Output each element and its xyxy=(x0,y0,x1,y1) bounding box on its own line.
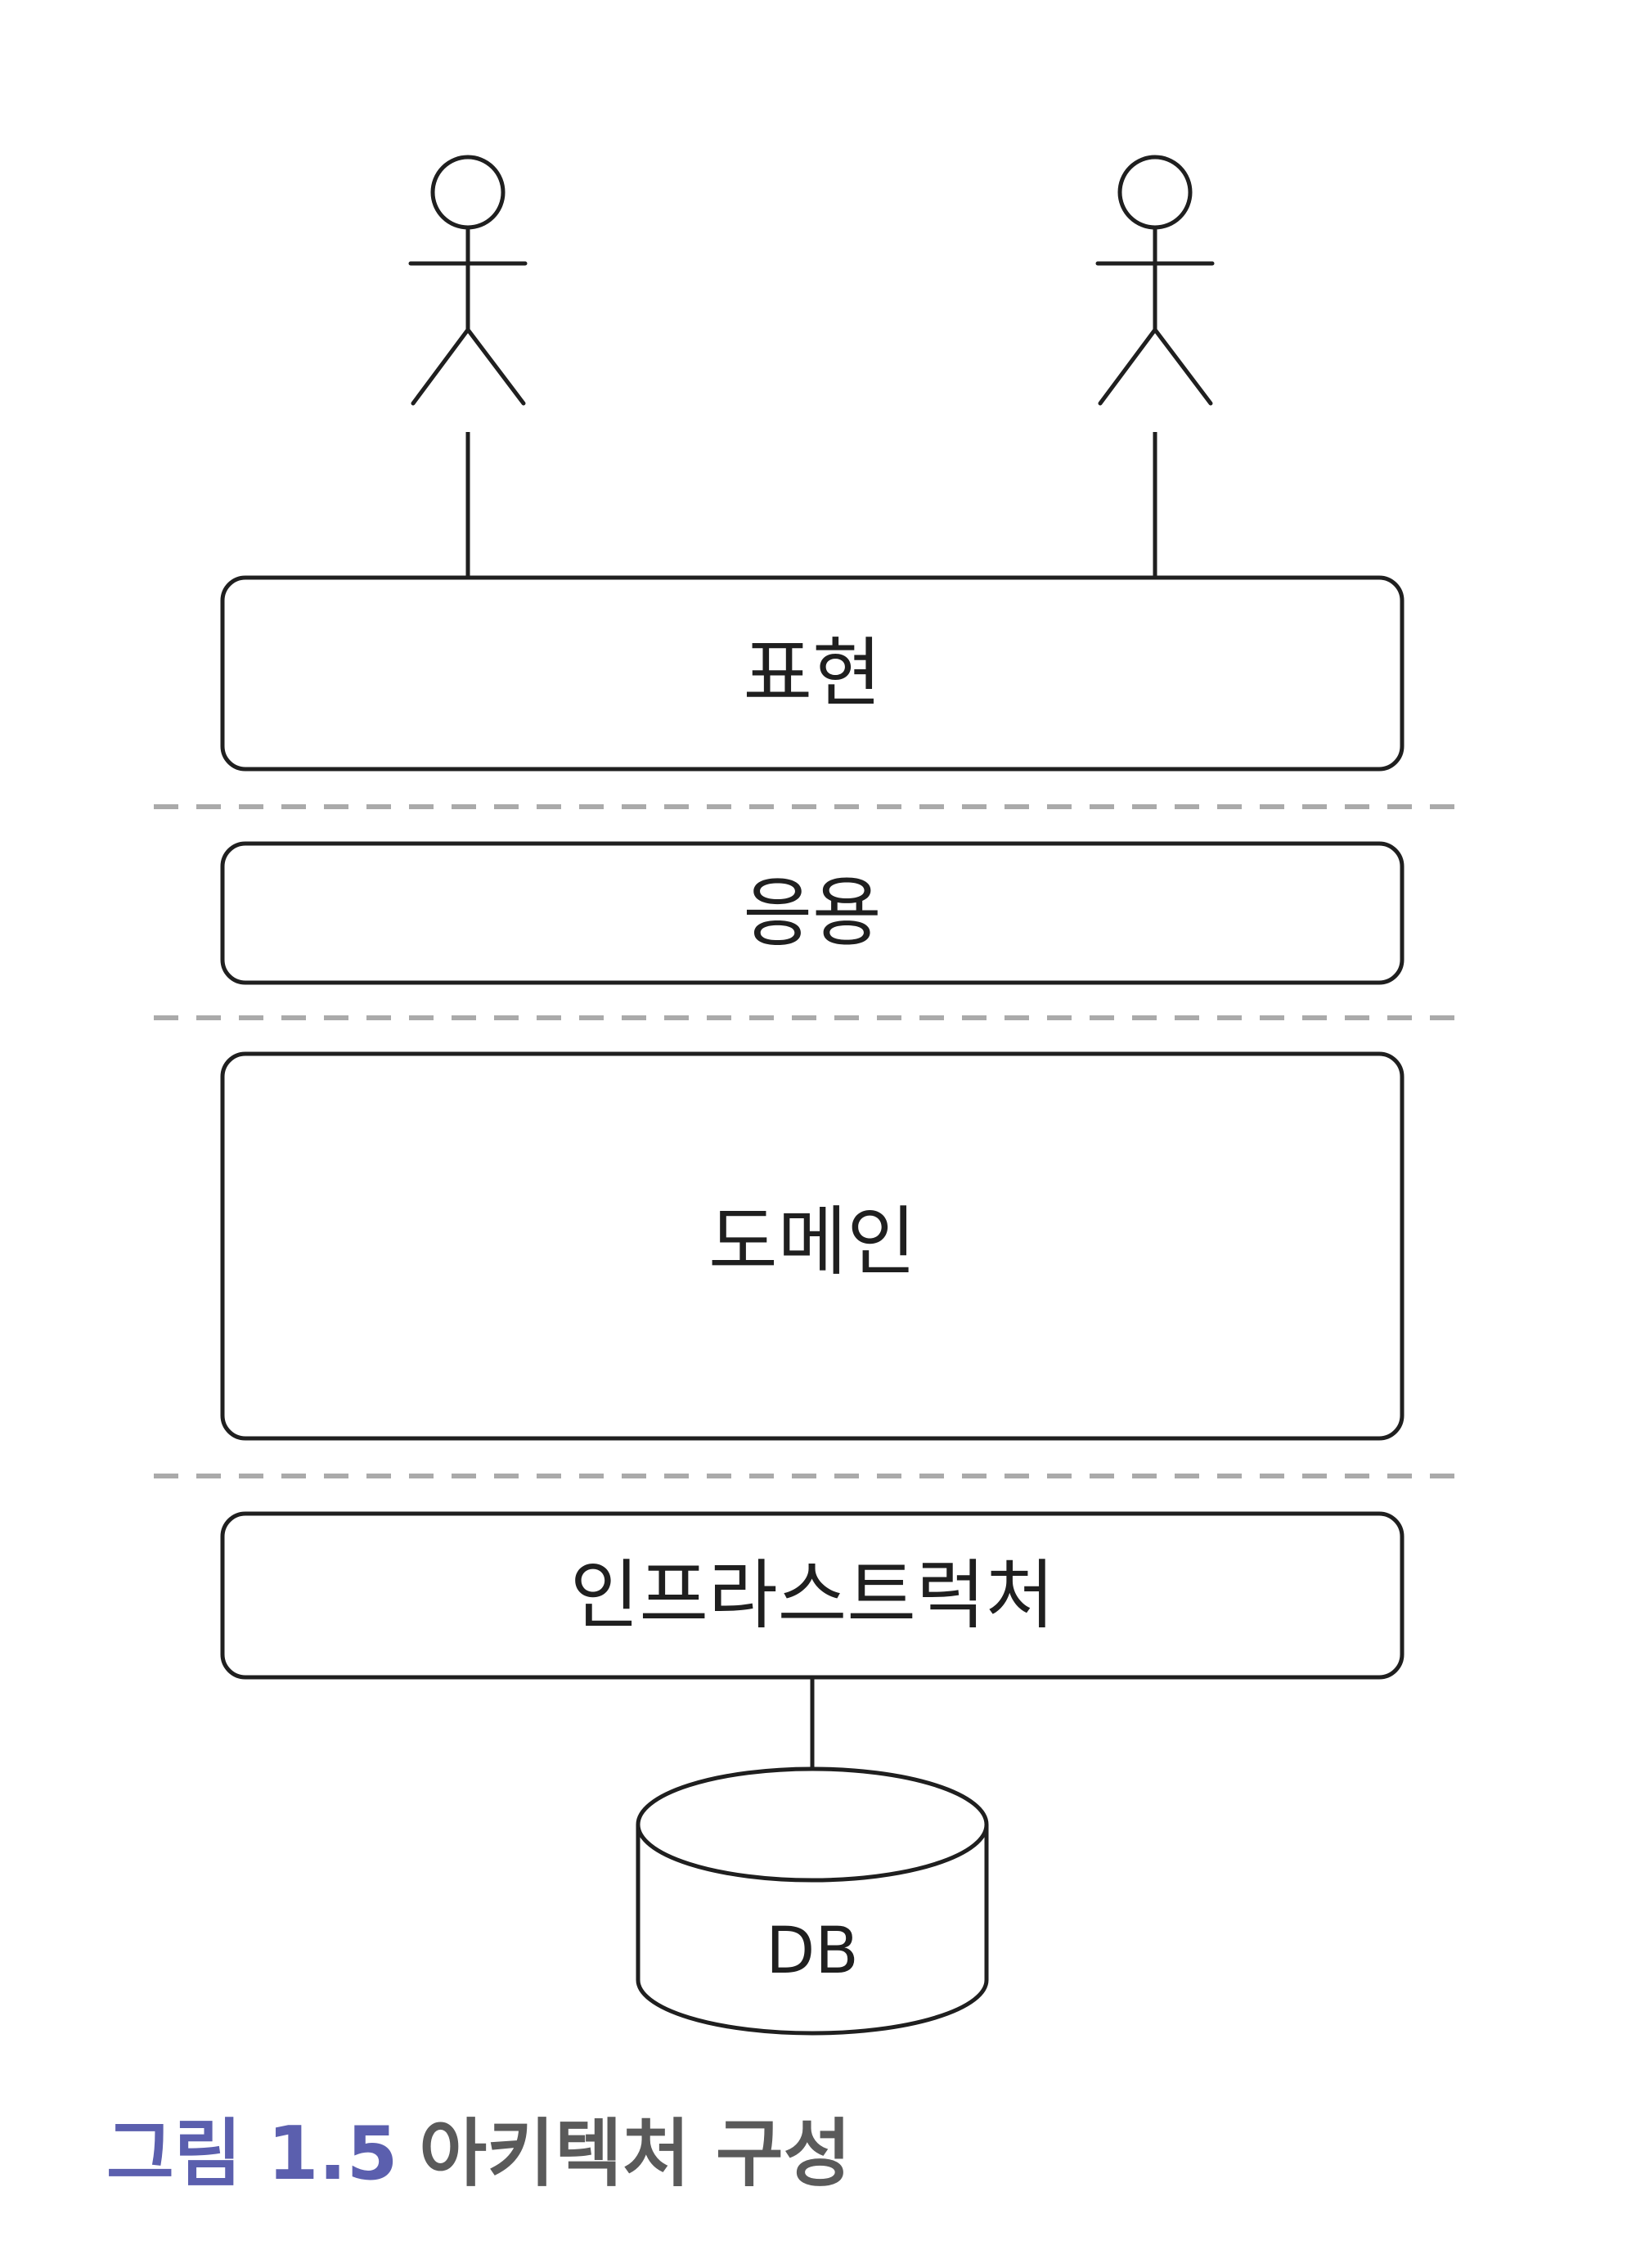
presentation-layer-box xyxy=(220,575,1405,772)
actor-leg-right xyxy=(1153,327,1213,406)
domain-layer: 도메인 xyxy=(220,1051,1405,1441)
figure-title: 아키텍처 구성 xyxy=(419,2111,852,2197)
database-cylinder: DB xyxy=(636,1766,989,2036)
domain-layer-label: 도메인 xyxy=(708,1199,916,1286)
actor-head xyxy=(430,155,506,230)
actor-head xyxy=(1117,155,1193,230)
infrastructure-layer: 인프라스트럭처 xyxy=(220,1511,1405,1680)
user-actor-right xyxy=(1095,155,1215,406)
presentation-layer-label: 표현 xyxy=(743,630,881,718)
figure-number: 그림 1.5 xyxy=(106,2111,398,2197)
actor-leg-left xyxy=(1098,327,1157,406)
domain-layer-box xyxy=(220,1051,1405,1441)
actor-leg-right xyxy=(465,327,526,406)
application-layer: 응용 xyxy=(220,841,1405,985)
database-top xyxy=(636,1766,989,1883)
actor-leg-left xyxy=(411,327,470,406)
application-layer-label: 응용 xyxy=(743,870,881,957)
database-label: DB xyxy=(766,1915,859,1988)
application-layer-box xyxy=(220,841,1405,985)
infrastructure-layer-label: 인프라스트럭처 xyxy=(570,1552,1054,1640)
presentation-layer: 표현 xyxy=(220,575,1405,772)
user-actor-left xyxy=(408,155,528,406)
database-body xyxy=(636,1825,989,2036)
